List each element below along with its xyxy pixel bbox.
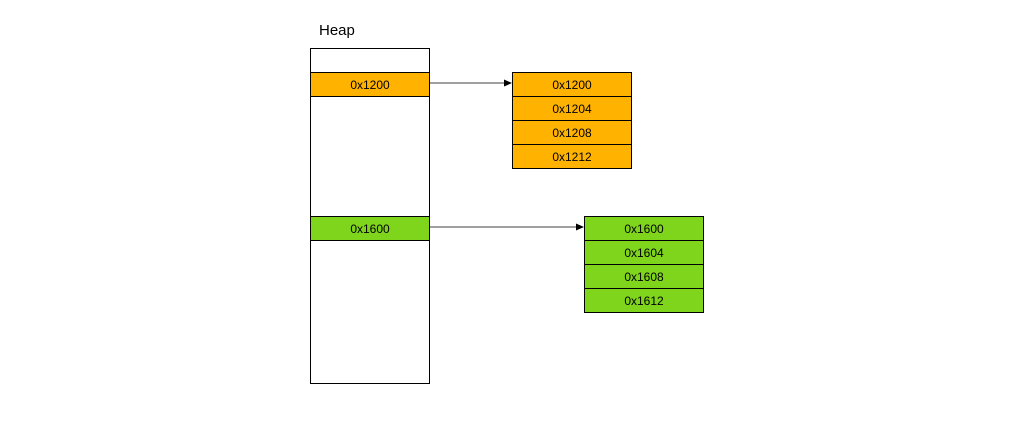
array-cell-0x1212: 0x1212 [512, 144, 632, 169]
heap-slot-0x1200: 0x1200 [310, 72, 430, 97]
arrowhead-icon [576, 223, 584, 231]
array-cell-0x1608: 0x1608 [584, 264, 704, 289]
array-cell-0x1204: 0x1204 [512, 96, 632, 121]
arrowhead-icon [504, 79, 512, 87]
array-cell-0x1600: 0x1600 [584, 216, 704, 241]
heap-title: Heap [319, 22, 355, 39]
array-cell-0x1208: 0x1208 [512, 120, 632, 145]
array-cell-0x1612: 0x1612 [584, 288, 704, 313]
array-cell-0x1604: 0x1604 [584, 240, 704, 265]
heap-slot-0x1600: 0x1600 [310, 216, 430, 241]
array-cell-0x1200: 0x1200 [512, 72, 632, 97]
